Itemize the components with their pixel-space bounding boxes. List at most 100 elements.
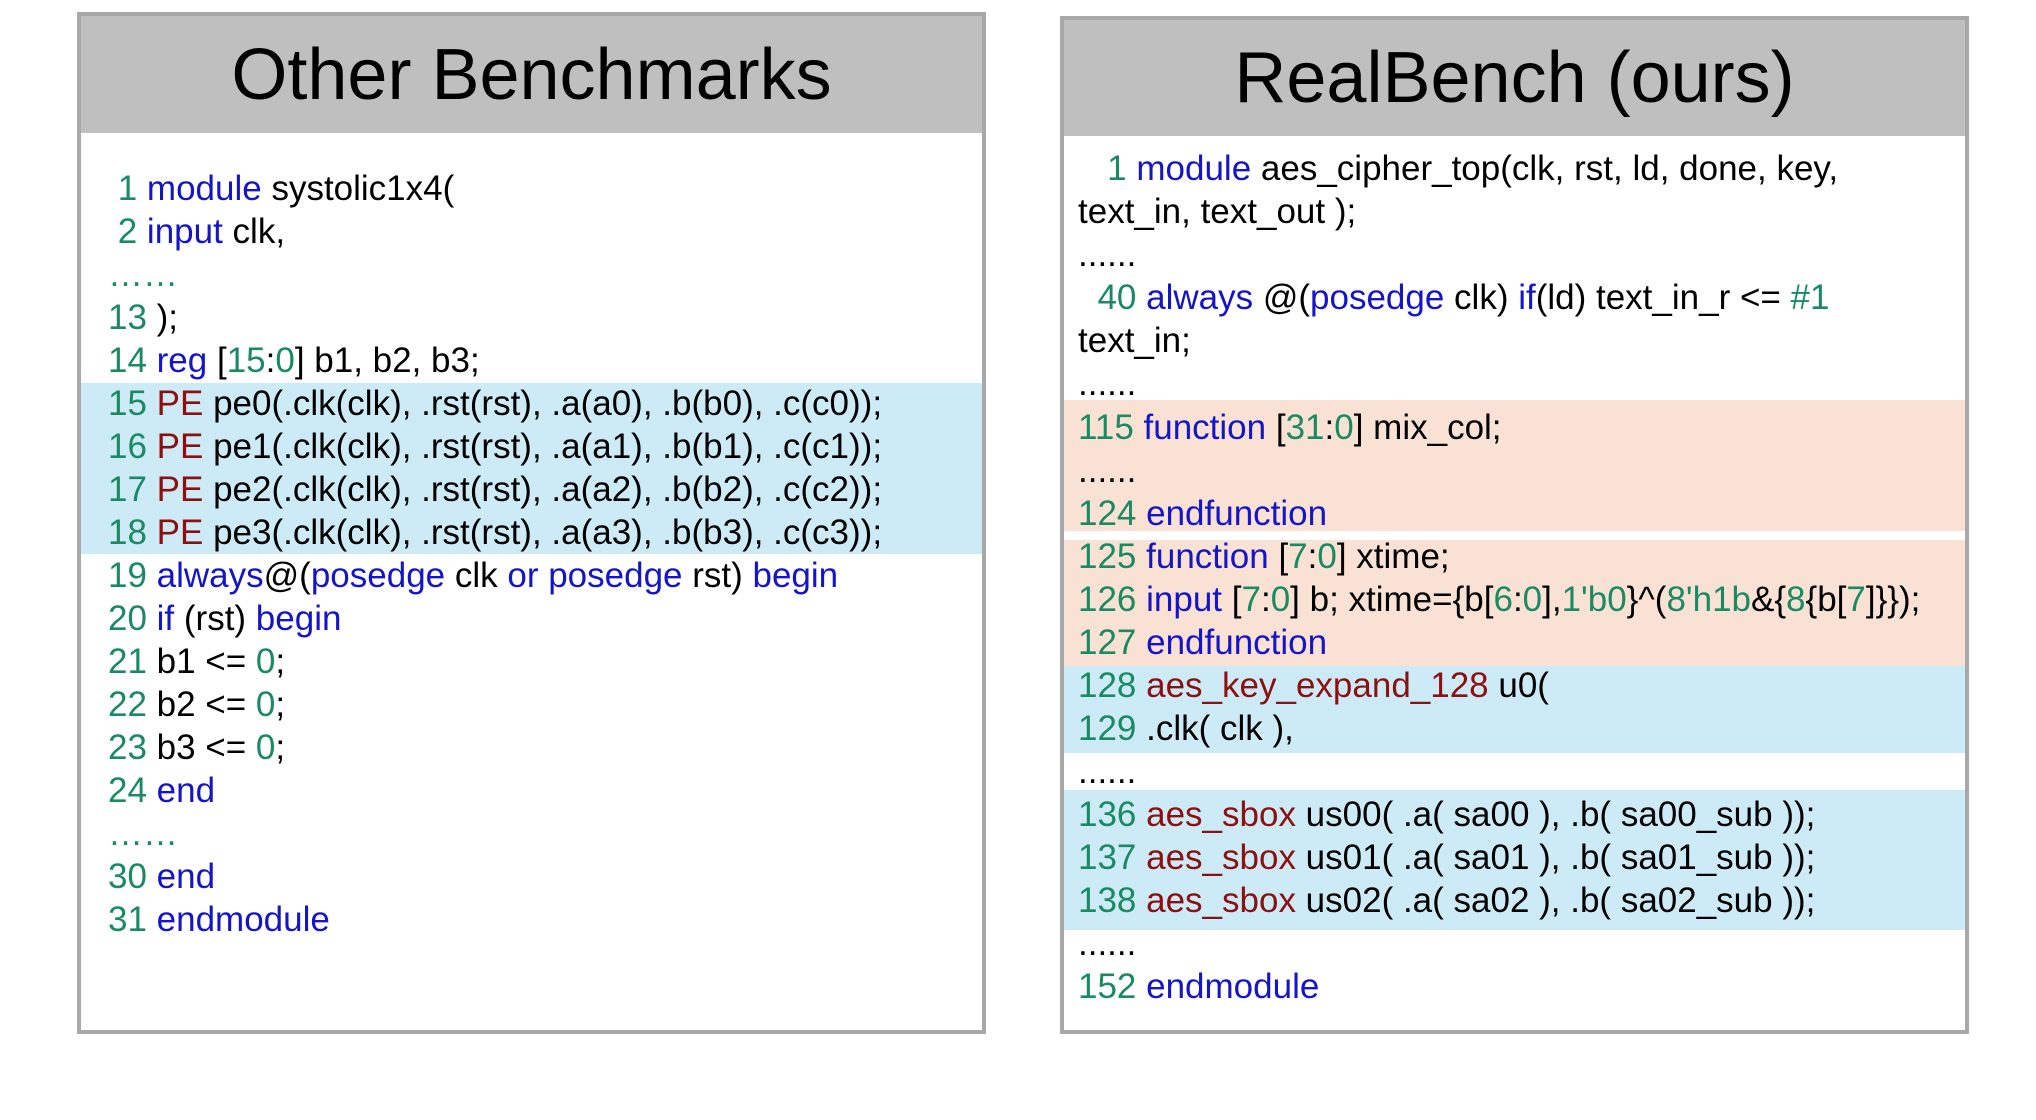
code-text: ...... bbox=[1078, 235, 1137, 274]
code-line: 40 always @(posedge clk) if(ld) text_in_… bbox=[1078, 276, 1829, 319]
line-number: 23 bbox=[108, 728, 157, 767]
code-line: ...... bbox=[1078, 449, 1136, 492]
module-name: PE bbox=[156, 384, 204, 423]
code-text: ...... bbox=[1078, 924, 1137, 963]
code-line: 127 endfunction bbox=[1078, 621, 1327, 664]
keyword: function bbox=[1146, 537, 1269, 576]
code-text: ...... bbox=[1078, 451, 1137, 490]
keyword: posedge bbox=[310, 556, 446, 595]
keyword: or bbox=[507, 556, 539, 595]
keyword: input bbox=[146, 212, 223, 251]
line-number: 1 bbox=[108, 169, 147, 208]
code-line: 20 if (rst) begin bbox=[108, 597, 341, 640]
numeric-literal: 7 bbox=[1241, 580, 1261, 619]
code-line: 18 PE pe3(.clk(clk), .rst(rst), .a(a3), … bbox=[108, 511, 882, 554]
line-number: 40 bbox=[1078, 278, 1147, 317]
code-text: : bbox=[1260, 580, 1271, 619]
keyword: if bbox=[156, 599, 175, 638]
code-text: us01( .a( sa01 ), .b( sa01_sub )); bbox=[1295, 838, 1816, 877]
code-text: [ bbox=[1266, 408, 1286, 447]
code-line: ...... bbox=[1078, 362, 1136, 405]
code-line: 2 input clk, bbox=[108, 210, 285, 253]
code-line: 128 aes_key_expand_128 u0( bbox=[1078, 664, 1549, 707]
code-text: ] b1, b2, b3; bbox=[294, 341, 480, 380]
code-text: (ld) text_in_r <= bbox=[1535, 278, 1791, 317]
code-line: 137 aes_sbox us01( .a( sa01 ), .b( sa01_… bbox=[1078, 836, 1815, 879]
line-number: 2 bbox=[108, 212, 147, 251]
code-text: {b[ bbox=[1805, 580, 1847, 619]
code-line: 129 .clk( clk ), bbox=[1078, 707, 1294, 750]
code-text: ], bbox=[1542, 580, 1562, 619]
code-line: …… bbox=[108, 253, 178, 296]
panel-title: RealBench (ours) bbox=[1064, 20, 1965, 136]
line-number: 16 bbox=[108, 427, 157, 466]
numeric-literal: 0 bbox=[1522, 580, 1543, 619]
code-line: …… bbox=[108, 812, 178, 855]
keyword: endmodule bbox=[1146, 967, 1320, 1006]
numeric-literal: 0 bbox=[255, 728, 276, 767]
line-number: 30 bbox=[108, 857, 157, 896]
code-line: 1 module aes_cipher_top(clk, rst, ld, do… bbox=[1078, 147, 1838, 190]
line-number: 152 bbox=[1078, 967, 1147, 1006]
module-name: aes_key_expand_128 bbox=[1146, 666, 1489, 705]
code-text: : bbox=[1324, 408, 1335, 447]
keyword: reg bbox=[156, 341, 208, 380]
keyword: endfunction bbox=[1146, 623, 1328, 662]
highlight-mix-col-function bbox=[1064, 400, 1965, 531]
line-number: 13 bbox=[108, 298, 157, 337]
code-text: pe1(.clk(clk), .rst(rst), .a(a1), .b(b1)… bbox=[203, 427, 883, 466]
code-line: 152 endmodule bbox=[1078, 965, 1319, 1008]
code-line: ...... bbox=[1078, 750, 1136, 793]
code-text: ...... bbox=[1078, 752, 1137, 791]
keyword: begin bbox=[255, 599, 342, 638]
line-number: 115 bbox=[1078, 408, 1144, 447]
code-line: 136 aes_sbox us00( .a( sa00 ), .b( sa00_… bbox=[1078, 793, 1815, 836]
line-number: 128 bbox=[1078, 666, 1147, 705]
line-number: 125 bbox=[1078, 537, 1147, 576]
line-number: 15 bbox=[108, 384, 157, 423]
line-number: …… bbox=[108, 814, 178, 853]
code-line: ...... bbox=[1078, 233, 1136, 276]
code-text: clk, bbox=[222, 212, 286, 251]
numeric-literal: 6 bbox=[1493, 580, 1513, 619]
highlight-pe-instances bbox=[81, 383, 982, 554]
code-text: [ bbox=[207, 341, 227, 380]
numeric-literal: 7 bbox=[1288, 537, 1308, 576]
other-benchmarks-panel: Other Benchmarks 1 module systolic1x4( 2… bbox=[77, 12, 986, 1034]
keyword: endmodule bbox=[156, 900, 330, 939]
code-text: [ bbox=[1268, 537, 1289, 576]
code-text: : bbox=[1512, 580, 1523, 619]
keyword: module bbox=[1136, 149, 1252, 188]
code-text: systolic1x4( bbox=[261, 169, 455, 208]
code-text: b3 <= bbox=[156, 728, 256, 767]
keyword: always bbox=[1146, 278, 1254, 317]
line-number: 19 bbox=[108, 556, 157, 595]
code-text: }^( bbox=[1626, 580, 1667, 619]
keyword: endfunction bbox=[1146, 494, 1328, 533]
line-number: 127 bbox=[1078, 623, 1147, 662]
code-text: us00( .a( sa00 ), .b( sa00_sub )); bbox=[1295, 795, 1816, 834]
code-text: ...... bbox=[1078, 364, 1137, 403]
code-text: @( bbox=[263, 556, 311, 595]
module-name: PE bbox=[156, 427, 204, 466]
numeric-literal: 0 bbox=[255, 685, 276, 724]
code-text: ] b; xtime={b[ bbox=[1290, 580, 1494, 619]
code-line: 1 module systolic1x4( bbox=[108, 167, 455, 210]
numeric-literal: #1 bbox=[1790, 278, 1830, 317]
numeric-literal: 0 bbox=[255, 642, 276, 681]
keyword: posedge bbox=[548, 556, 683, 595]
numeric-literal: 31 bbox=[1285, 408, 1325, 447]
line-number: 21 bbox=[108, 642, 157, 681]
numeric-literal: 1'b0 bbox=[1561, 580, 1627, 619]
code-text: : bbox=[1307, 537, 1318, 576]
line-number: 138 bbox=[1078, 881, 1147, 920]
numeric-literal: 0 bbox=[275, 341, 295, 380]
code-line: 22 b2 <= 0; bbox=[108, 683, 285, 726]
code-text: us02( .a( sa02 ), .b( sa02_sub )); bbox=[1295, 881, 1816, 920]
module-name: aes_sbox bbox=[1146, 881, 1296, 920]
line-number: 14 bbox=[108, 341, 157, 380]
code-text: u0( bbox=[1488, 666, 1549, 705]
code-text: pe3(.clk(clk), .rst(rst), .a(a3), .b(b3)… bbox=[203, 513, 883, 552]
numeric-literal: 15 bbox=[226, 341, 266, 380]
keyword: module bbox=[146, 169, 262, 208]
